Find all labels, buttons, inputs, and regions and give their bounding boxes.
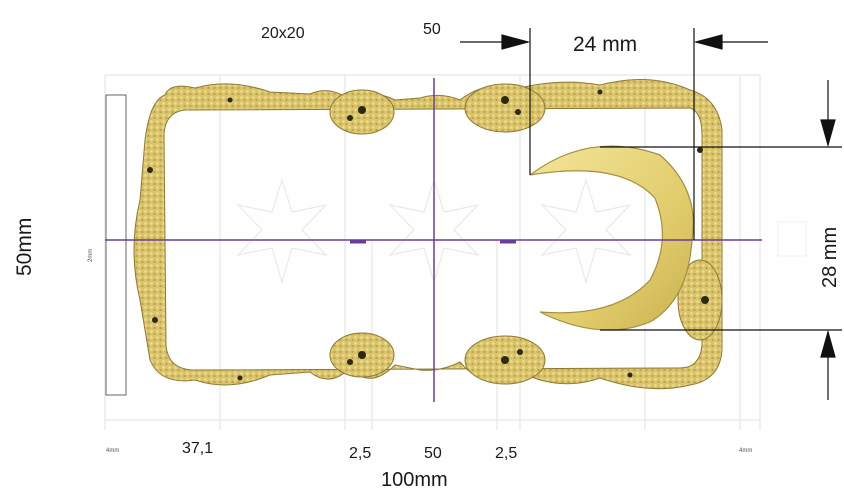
left-margin-label: 4mm — [106, 448, 120, 454]
side-margin-rect — [105, 94, 127, 396]
dimension-2-5-right: 2,5 — [495, 445, 518, 462]
right-marker-box — [777, 221, 807, 257]
dimension-37-1: 37,1 — [182, 440, 214, 457]
dimension-2-5-left: 2,5 — [349, 445, 372, 462]
floral-frame — [133, 79, 723, 390]
size-label-20x20: 20x20 — [261, 25, 305, 42]
top-50-label: 50 — [423, 21, 441, 38]
side-margin-label: 2mm — [88, 248, 94, 262]
total-width-label: 100mm — [381, 469, 448, 491]
crescent-height-label: 28 mm — [819, 226, 841, 288]
crescent-height-dimension — [600, 80, 842, 400]
dimension-50-bottom: 50 — [424, 445, 442, 462]
total-height-label: 50mm — [13, 217, 36, 276]
left-marker-box — [50, 218, 72, 260]
crescent-width-dimension — [460, 28, 768, 240]
center-lines — [105, 78, 762, 402]
crescent-moon — [529, 145, 694, 331]
crescent-width-label: 24 mm — [573, 33, 638, 56]
right-margin-label: 4mm — [739, 448, 753, 454]
